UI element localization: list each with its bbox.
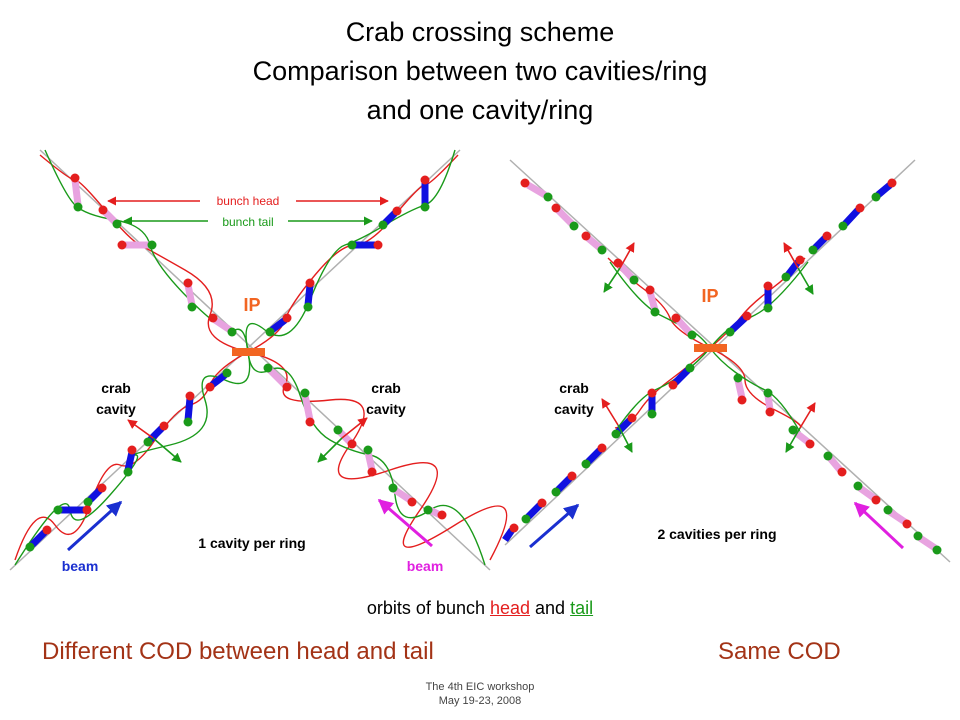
- left-beam-arrow-blue: [66, 500, 123, 552]
- orbits-caption-middle: and: [530, 598, 571, 618]
- right-crab-label-b: cavity: [554, 401, 594, 417]
- bunch-head-label: bunch head: [217, 194, 280, 208]
- left-beam-arrow-magenta: [377, 498, 433, 548]
- footer-line-2: May 19-23, 2008: [438, 695, 522, 707]
- right-beam-label: beam: [407, 558, 444, 574]
- orbits-caption-prefix: orbits of bunch: [366, 598, 490, 618]
- cod-right-caption: Same COD: [718, 638, 841, 665]
- left-ip-label: IP: [243, 295, 260, 315]
- bunch-tail-label: bunch tail: [222, 215, 273, 229]
- right-crab-kick-arrows: [601, 242, 816, 453]
- cod-left-caption: Different COD between head and tail: [42, 638, 434, 665]
- left-crab-label-1b: cavity: [96, 401, 136, 417]
- bunch-head-tail-arrows: [107, 196, 389, 226]
- left-crab-label-1a: crab: [101, 380, 131, 396]
- right-bunches-pink: [526, 181, 937, 551]
- right-beam-arrow-magenta: [853, 501, 905, 550]
- orbits-caption: orbits of bunch head and tail: [0, 598, 960, 619]
- left-crab-kick-arrows: [127, 417, 368, 463]
- right-ip-label: IP: [701, 286, 718, 306]
- left-bunches-blue: [29, 182, 429, 548]
- left-bunches-pink: [71, 179, 442, 519]
- title-line-1: Crab crossing scheme: [345, 17, 615, 47]
- right-beam-arrow-blue: [529, 503, 580, 549]
- orbits-caption-tail: tail: [570, 598, 594, 618]
- left-beam-label: beam: [62, 558, 99, 574]
- left-crab-label-2a: crab: [371, 380, 401, 396]
- orbits-caption-head: head: [489, 598, 531, 618]
- left-bunch-dots: [25, 173, 447, 552]
- right-panel-caption: 2 cavities per ring: [657, 526, 776, 542]
- title-line-2: Comparison between two cavities/ring: [252, 56, 708, 86]
- left-panel-caption: 1 cavity per ring: [198, 535, 305, 551]
- right-bunch-dots: [509, 178, 942, 555]
- left-crab-label-2b: cavity: [366, 401, 406, 417]
- footer-line-1: The 4th EIC workshop: [425, 681, 535, 693]
- right-crab-label-a: crab: [559, 380, 589, 396]
- title-line-3: and one cavity/ring: [366, 95, 594, 125]
